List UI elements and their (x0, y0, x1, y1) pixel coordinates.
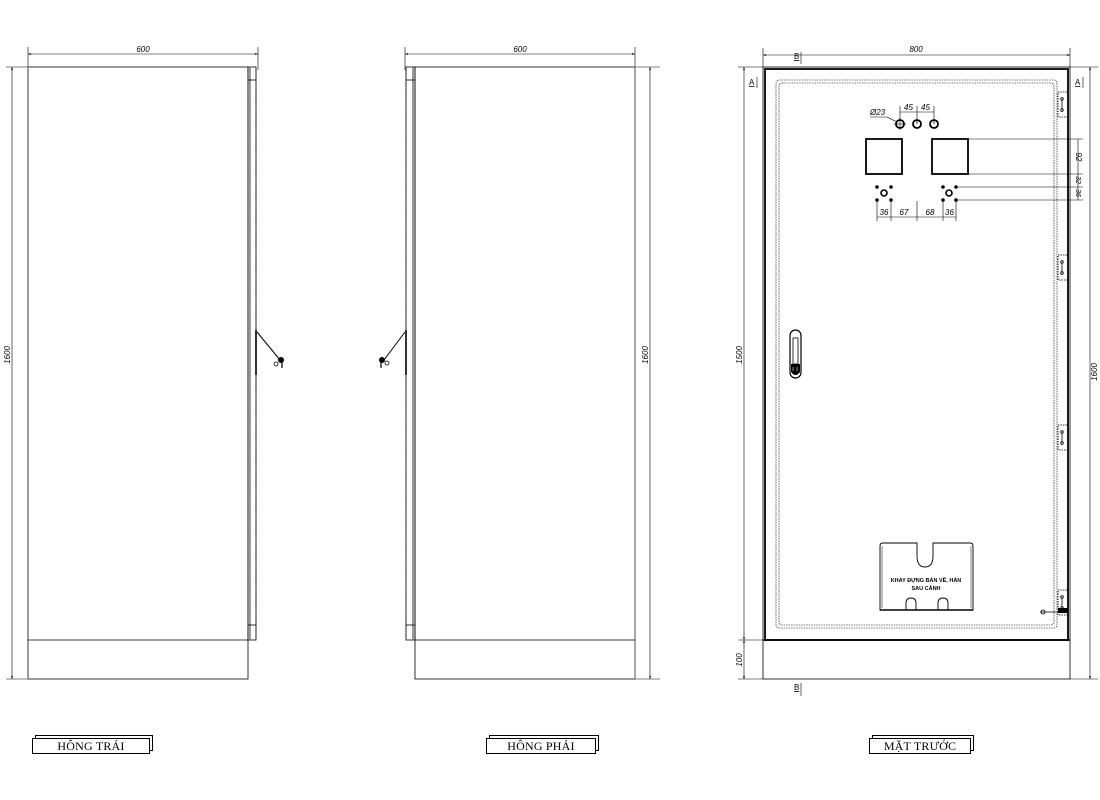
bolt-pattern-left (875, 185, 893, 202)
cable-holes (894, 118, 939, 130)
hole-diameter-dim: Ø23 (869, 108, 886, 117)
view-title-left-side: HÔNG TRÁI (32, 738, 150, 754)
bottom-spacing-dim-3: 68 (926, 208, 935, 217)
right-height-dim: 1600 (641, 346, 650, 364)
meter-cutout-left (865, 138, 903, 175)
left-width-dim: 600 (136, 45, 150, 54)
view-title-right-side: HÔNG PHẢI (486, 738, 596, 754)
front-view: 800 B B A A 1500 100 1600 (735, 45, 1099, 696)
right-width-dim: 600 (513, 45, 527, 54)
front-plinth-height-dim: 100 (735, 653, 744, 667)
tray-note-line1: KHAY ĐỰNG BẢN VẼ, HÀN (891, 577, 962, 584)
bolt-pattern-right (941, 185, 958, 202)
view-title-left-side-text: HÔNG TRÁI (57, 738, 125, 753)
front-total-height-dim: 1600 (1090, 363, 1099, 381)
tray-note-line2: SAU CÁNH (911, 585, 940, 592)
section-mark-a-left: A (749, 78, 755, 87)
left-height-dim: 1600 (3, 346, 12, 364)
view-title-front-text: MẶT TRƯỚC (883, 738, 957, 753)
lock-icon (379, 357, 390, 368)
bottom-spacing-dim-1: 36 (880, 208, 889, 217)
drawing-tray: KHAY ĐỰNG BẢN VẼ, HÀN SAU CÁNH (879, 542, 974, 611)
bottom-spacing-dim-4: 36 (945, 208, 954, 217)
view-title-front: MẶT TRƯỚC (869, 738, 971, 754)
hole-spacing-dim-1: 45 (904, 103, 913, 112)
meter-cutout-right (931, 138, 969, 175)
view-title-right-side-text: HÔNG PHẢI (507, 738, 575, 753)
bottom-spacing-dim-2: 67 (900, 208, 909, 217)
section-mark-b-bottom: B (794, 683, 799, 692)
left-side-view: 600 1600 (3, 45, 284, 680)
front-width-dim: 800 (909, 45, 923, 54)
right-vertical-dim-2: 32 (1074, 176, 1081, 184)
hole-spacing-dim-2: 45 (921, 103, 930, 112)
section-mark-a-right: A (1075, 78, 1081, 87)
front-door-height-dim: 1500 (735, 346, 744, 364)
right-vertical-dim-1: 92 (1074, 153, 1083, 162)
hinge-icon (1057, 424, 1069, 451)
right-side-view: 600 1600 (379, 45, 660, 680)
section-mark-b-top: B (794, 52, 799, 61)
door-handle-icon (789, 329, 802, 379)
lock-icon (273, 357, 284, 368)
hinge-icon (1057, 91, 1069, 118)
ground-bolt-icon (1040, 608, 1068, 615)
hinge-icon (1057, 254, 1069, 281)
right-vertical-dim-3: 36 (1074, 189, 1081, 197)
